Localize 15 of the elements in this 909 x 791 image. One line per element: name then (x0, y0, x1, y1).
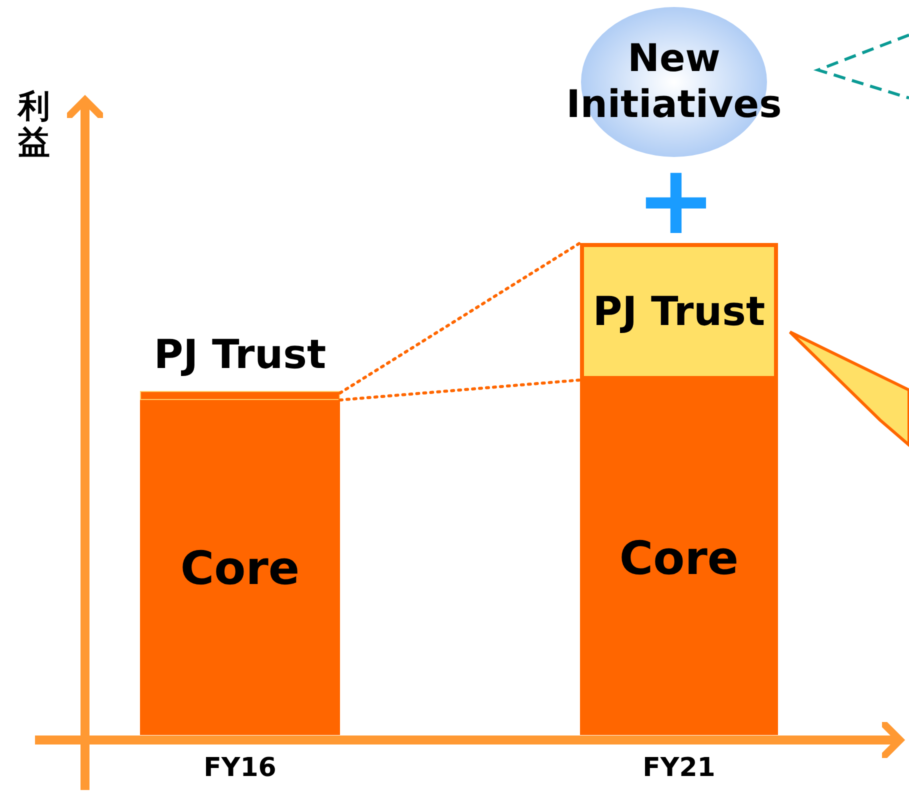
bar-label: PJ Trust (592, 288, 766, 334)
bubble-label: New Initiatives (565, 36, 783, 128)
dotted-line (338, 242, 582, 394)
callout-pointer (788, 330, 909, 448)
segment-heading: PJ Trust (152, 331, 328, 380)
bar-label: Core (619, 530, 739, 584)
dotted-line (338, 378, 582, 402)
bar-segment (580, 243, 778, 380)
category-label: FY21 (642, 753, 716, 783)
bar-label: Core (180, 540, 300, 594)
axis-label: 利益 (16, 88, 51, 160)
bar (140, 400, 340, 735)
bar (580, 380, 778, 735)
category-label: FY16 (202, 753, 278, 783)
plus-sign: + (634, 150, 718, 250)
